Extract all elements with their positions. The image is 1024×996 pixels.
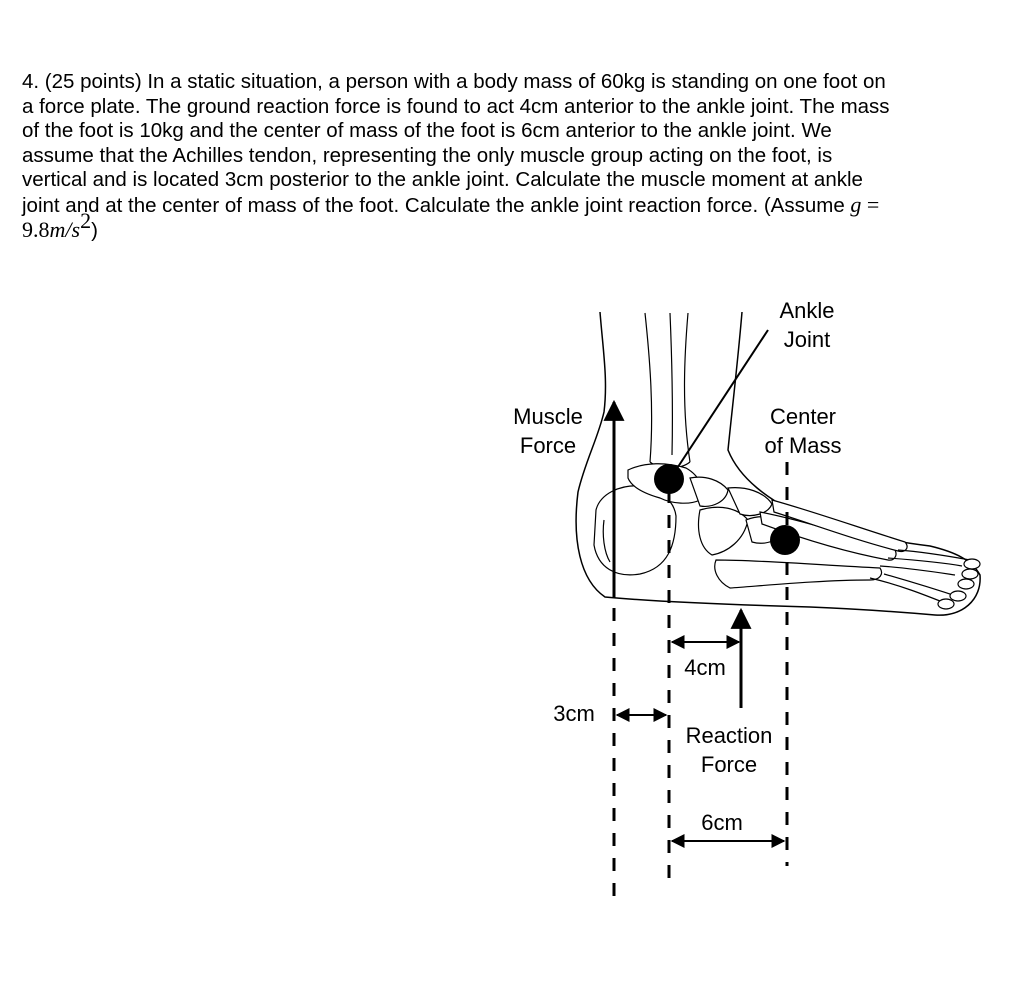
g-unit: m/s [49,217,81,242]
close-paren: ) [91,219,98,242]
center-of-mass-label-line2: of Mass [764,433,841,458]
ankle-joint-dot [654,464,684,494]
question-line-2: a force plate. The ground reaction force… [22,94,890,118]
question-line-1: 4. (25 points) In a static situation, a … [22,70,886,93]
question-text: 4. (25 points) In a static situation, a … [22,70,1012,244]
question-line-3: of the foot is 10kg and the center of ma… [22,119,832,142]
dim-6cm-label: 6cm [701,810,743,835]
dim-4cm-label: 4cm [684,655,726,680]
ankle-joint-label-line1: Ankle [779,298,834,323]
center-of-mass-label-line1: Center [770,404,836,429]
g-exponent: 2 [80,208,92,234]
leg-foot-outline [575,311,981,616]
question-line-5: vertical and is located 3cm posterior to… [22,168,863,191]
muscle-force-label-line1: Muscle [513,404,583,429]
reaction-force-label-line1: Reaction [686,723,773,748]
equals-sign: = [861,191,880,217]
leg-bones [644,312,691,469]
question-line-6: joint and at the center of mass of the f… [22,191,1012,219]
reaction-force-label-line2: Force [701,752,757,777]
ankle-joint-leader-line [671,329,769,477]
muscle-force-label-line2: Force [520,433,576,458]
question-line-7: 9.8m/s2) [22,210,1012,244]
g-symbol: g [850,191,862,217]
question-line-6-text: joint and at the center of mass of the f… [22,193,851,217]
g-value: 9.8 [22,217,50,242]
dim-3cm-label: 3cm [553,701,595,726]
center-of-mass-dot [770,525,800,555]
ankle-joint-label-line2: Joint [784,327,830,352]
dashed-lines [612,462,789,898]
question-line-4: assume that the Achilles tendon, represe… [22,143,833,167]
